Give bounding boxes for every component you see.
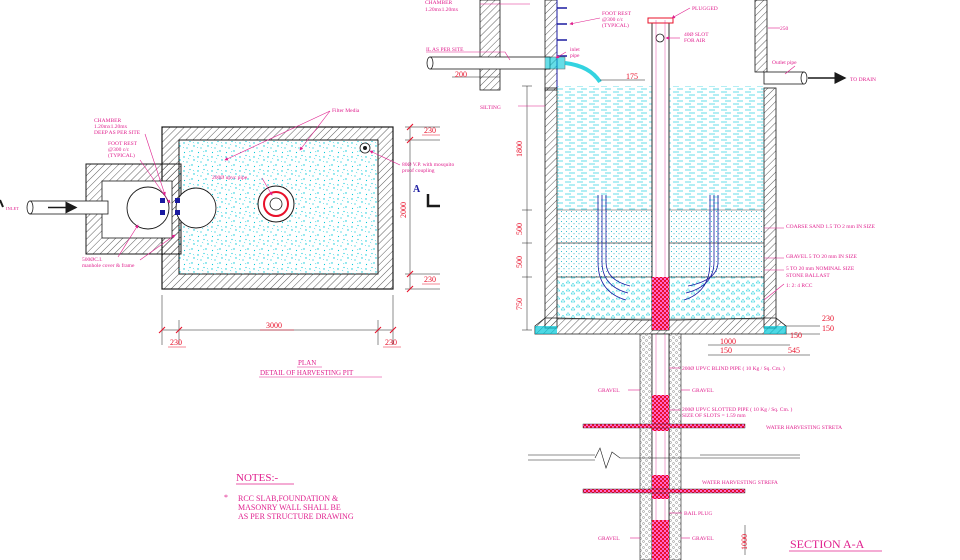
notes-heading: NOTES:- xyxy=(236,472,279,484)
gravel-left-label-2: GRAVEL xyxy=(598,536,620,542)
gravel-right-label-2: GRAVEL xyxy=(692,536,714,542)
ballast-label: STONE BALLAST xyxy=(786,273,830,279)
dim-section-200: 200 xyxy=(455,70,467,79)
notes-line-2: MASONRY WALL SHALL BE xyxy=(238,503,341,512)
plan-view: INLET CHAMBER 1.20mx1.20mx DEEP AS PER S… xyxy=(0,108,454,378)
notes-line-3: AS PER STRUCTURE DRAWING xyxy=(238,512,354,521)
plan-foot-rest: FOOT REST xyxy=(108,141,138,147)
plan-foot-rest-spacing: @300 c/c xyxy=(108,147,130,153)
section-title: SECTION A-A xyxy=(790,537,865,551)
inlet-pipe-label-2: pipe xyxy=(570,53,580,59)
bail-plug-label: BAIL PLUG xyxy=(684,511,712,517)
dim-750: 750 xyxy=(515,298,524,310)
dim-section-150b: 150 xyxy=(790,331,802,340)
plan-chamber-size: 1.20mx1.20mx xyxy=(94,124,128,130)
dim-section-1000: 1000 xyxy=(720,337,736,346)
silting-label: SILTING xyxy=(480,105,501,111)
plan-foot-rest-typical: (TYPICAL) xyxy=(108,152,135,159)
vent-pipe-label: 80Ø V.P. with mosquito xyxy=(402,162,454,168)
slot-air-label: FOR AIR xyxy=(684,38,706,44)
plan-subtitle: DETAIL OF HARVESTING PIT xyxy=(260,369,354,377)
coarse-sand-label: COARSE SAND 1.5 TO 2 mm IN SIZE xyxy=(786,224,876,230)
dim-230-bottom: 230 xyxy=(424,275,436,284)
gravel-size-label: GRAVEL 5 TO 20 mm IN SIZE xyxy=(786,254,858,260)
plugged-label: PLUGGED xyxy=(692,6,718,12)
upvc-pipe-label: 200Ø upvc pipe xyxy=(212,175,248,181)
gravel-left-label: GRAVEL xyxy=(598,388,620,394)
slot-size-label: SIZE OF SLOTS = 1.59 mm xyxy=(682,413,746,419)
dim-section-250: 250 xyxy=(780,26,789,32)
dim-500b: 500 xyxy=(515,256,524,268)
dim-section-230: 230 xyxy=(822,314,834,323)
dim-section-175: 175 xyxy=(626,72,638,81)
dim-section-1000b: 1000 xyxy=(740,534,749,550)
il-label: IL AS PER SITE xyxy=(426,47,464,53)
outlet-pipe-section xyxy=(763,71,805,85)
gravel-right-label: GRAVEL xyxy=(692,388,714,394)
dim-3000: 3000 xyxy=(266,321,282,330)
tank-left-wall xyxy=(544,87,558,329)
section-foot-rest-spacing: @300 c/c xyxy=(602,17,624,23)
inlet-label: INLET xyxy=(6,206,19,211)
dim-section-150a: 150 xyxy=(822,324,834,333)
section-mark-arrow xyxy=(426,194,440,208)
slotted-pipe-label: 200Ø UPVC SLOTTED PIPE ( 10 Kg / Sq. Cm.… xyxy=(682,406,792,413)
notes-bullet: * xyxy=(224,493,228,502)
manhole-label: 500ØC.I. xyxy=(82,257,103,263)
inlet-pipe-section xyxy=(429,56,551,70)
strata-label-1: WATER HARVESTING STRETA xyxy=(766,425,842,431)
manhole-cover-label: manhole cover & frame xyxy=(82,262,135,269)
rcc-label: 1: 2: 4 RCC xyxy=(786,283,813,289)
blind-pipe-label: 200Ø UPVC BLIND PIPE ( 10 Kg / Sq. Cm. ) xyxy=(682,365,785,372)
dim-230-top: 230 xyxy=(424,126,436,135)
section-chamber-label: CHAMBER xyxy=(425,0,453,6)
manhole-circle xyxy=(126,186,170,230)
section-foot-rest-typical: (TYPICAL) xyxy=(602,22,629,29)
dim-230-left: 230 xyxy=(170,338,182,347)
dim-1800: 1800 xyxy=(515,141,524,157)
section-view: 1800 500 500 750 230 150 150 1000 150 54… xyxy=(425,0,882,560)
section-foot-rest: FOOT REST xyxy=(602,11,632,17)
section-chamber-size: 1.20mx1.20mx xyxy=(425,7,459,13)
strata-label-2: WATER HARVESTING STREFA xyxy=(702,480,778,486)
bore-gravel-left xyxy=(639,333,653,560)
inlet-pipe-label: inlet xyxy=(570,47,580,53)
vent-pipe-coupling: proof coupling xyxy=(402,167,435,174)
dim-section-545: 545 xyxy=(788,346,800,355)
outlet-pipe-label: Outlet pipe xyxy=(772,60,797,66)
filter-media-label: Filter Media xyxy=(332,108,360,114)
notes-line-1: RCC SLAB,FOUNDATION & xyxy=(238,494,339,503)
plan-chamber-label: CHAMBER xyxy=(94,118,122,124)
bore-pipe xyxy=(651,333,670,560)
section-mark-label: A xyxy=(413,184,421,195)
slot-label: 40Ø SLOT xyxy=(684,32,709,38)
to-drain-label: TO DRAIN xyxy=(850,77,876,83)
chamber-pipe-circle xyxy=(175,187,217,229)
notes-block: NOTES:- * RCC SLAB,FOUNDATION & MASONRY … xyxy=(224,472,354,521)
dim-2000: 2000 xyxy=(399,202,408,218)
plan-chamber-depth: DEEP AS PER SITE xyxy=(94,130,141,136)
ballast-size-label: 5 TO 20 mm NOMINAL SIZE xyxy=(786,266,855,272)
plan-title: PLAN xyxy=(298,359,316,367)
dim-230-right: 230 xyxy=(385,338,397,347)
pipe-red-slotted-upper xyxy=(652,277,669,330)
dim-500a: 500 xyxy=(515,223,524,235)
dim-section-150c: 150 xyxy=(720,346,732,355)
